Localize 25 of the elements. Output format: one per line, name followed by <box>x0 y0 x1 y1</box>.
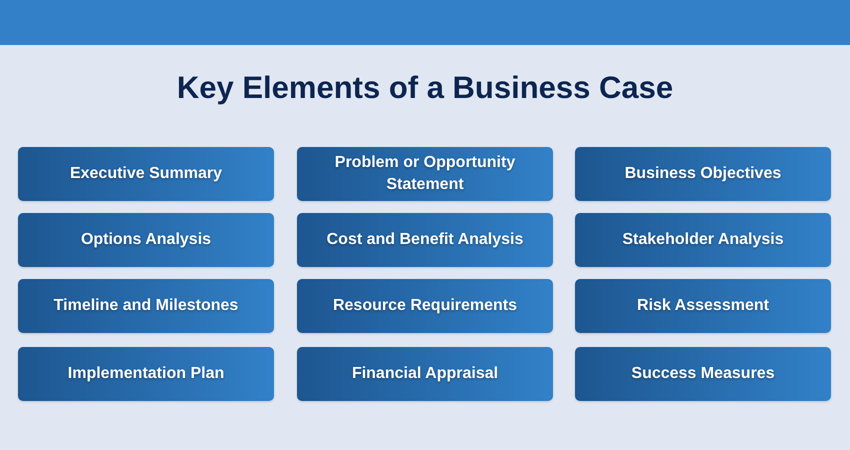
card-label: Cost and Benefit Analysis <box>326 230 524 250</box>
element-card <box>18 279 274 333</box>
element-card <box>18 213 274 267</box>
element-card <box>297 147 553 201</box>
card-label: Success Measures <box>631 364 775 384</box>
element-card <box>575 213 831 267</box>
element-card <box>297 279 553 333</box>
card-label: Risk Assessment <box>637 296 769 316</box>
element-card <box>575 347 831 401</box>
element-card <box>18 347 274 401</box>
element-card <box>297 213 553 267</box>
card-label: Stakeholder Analysis <box>622 230 784 250</box>
element-card <box>297 347 553 401</box>
card-label: Implementation Plan <box>68 364 224 384</box>
card-label: Financial Appraisal <box>352 364 498 384</box>
element-card <box>575 279 831 333</box>
card-label: Business Objectives <box>624 164 782 184</box>
element-card <box>575 147 831 201</box>
card-label: Options Analysis <box>80 230 212 250</box>
diagram-title: Key Elements of a Business Case <box>176 69 674 107</box>
element-card <box>18 147 274 201</box>
card-label: Problem or Opportunity Statement <box>334 153 516 195</box>
card-label: Resource Requirements <box>332 296 518 316</box>
card-label: Executive Summary <box>70 164 222 184</box>
card-label: Timeline and Milestones <box>54 296 238 316</box>
